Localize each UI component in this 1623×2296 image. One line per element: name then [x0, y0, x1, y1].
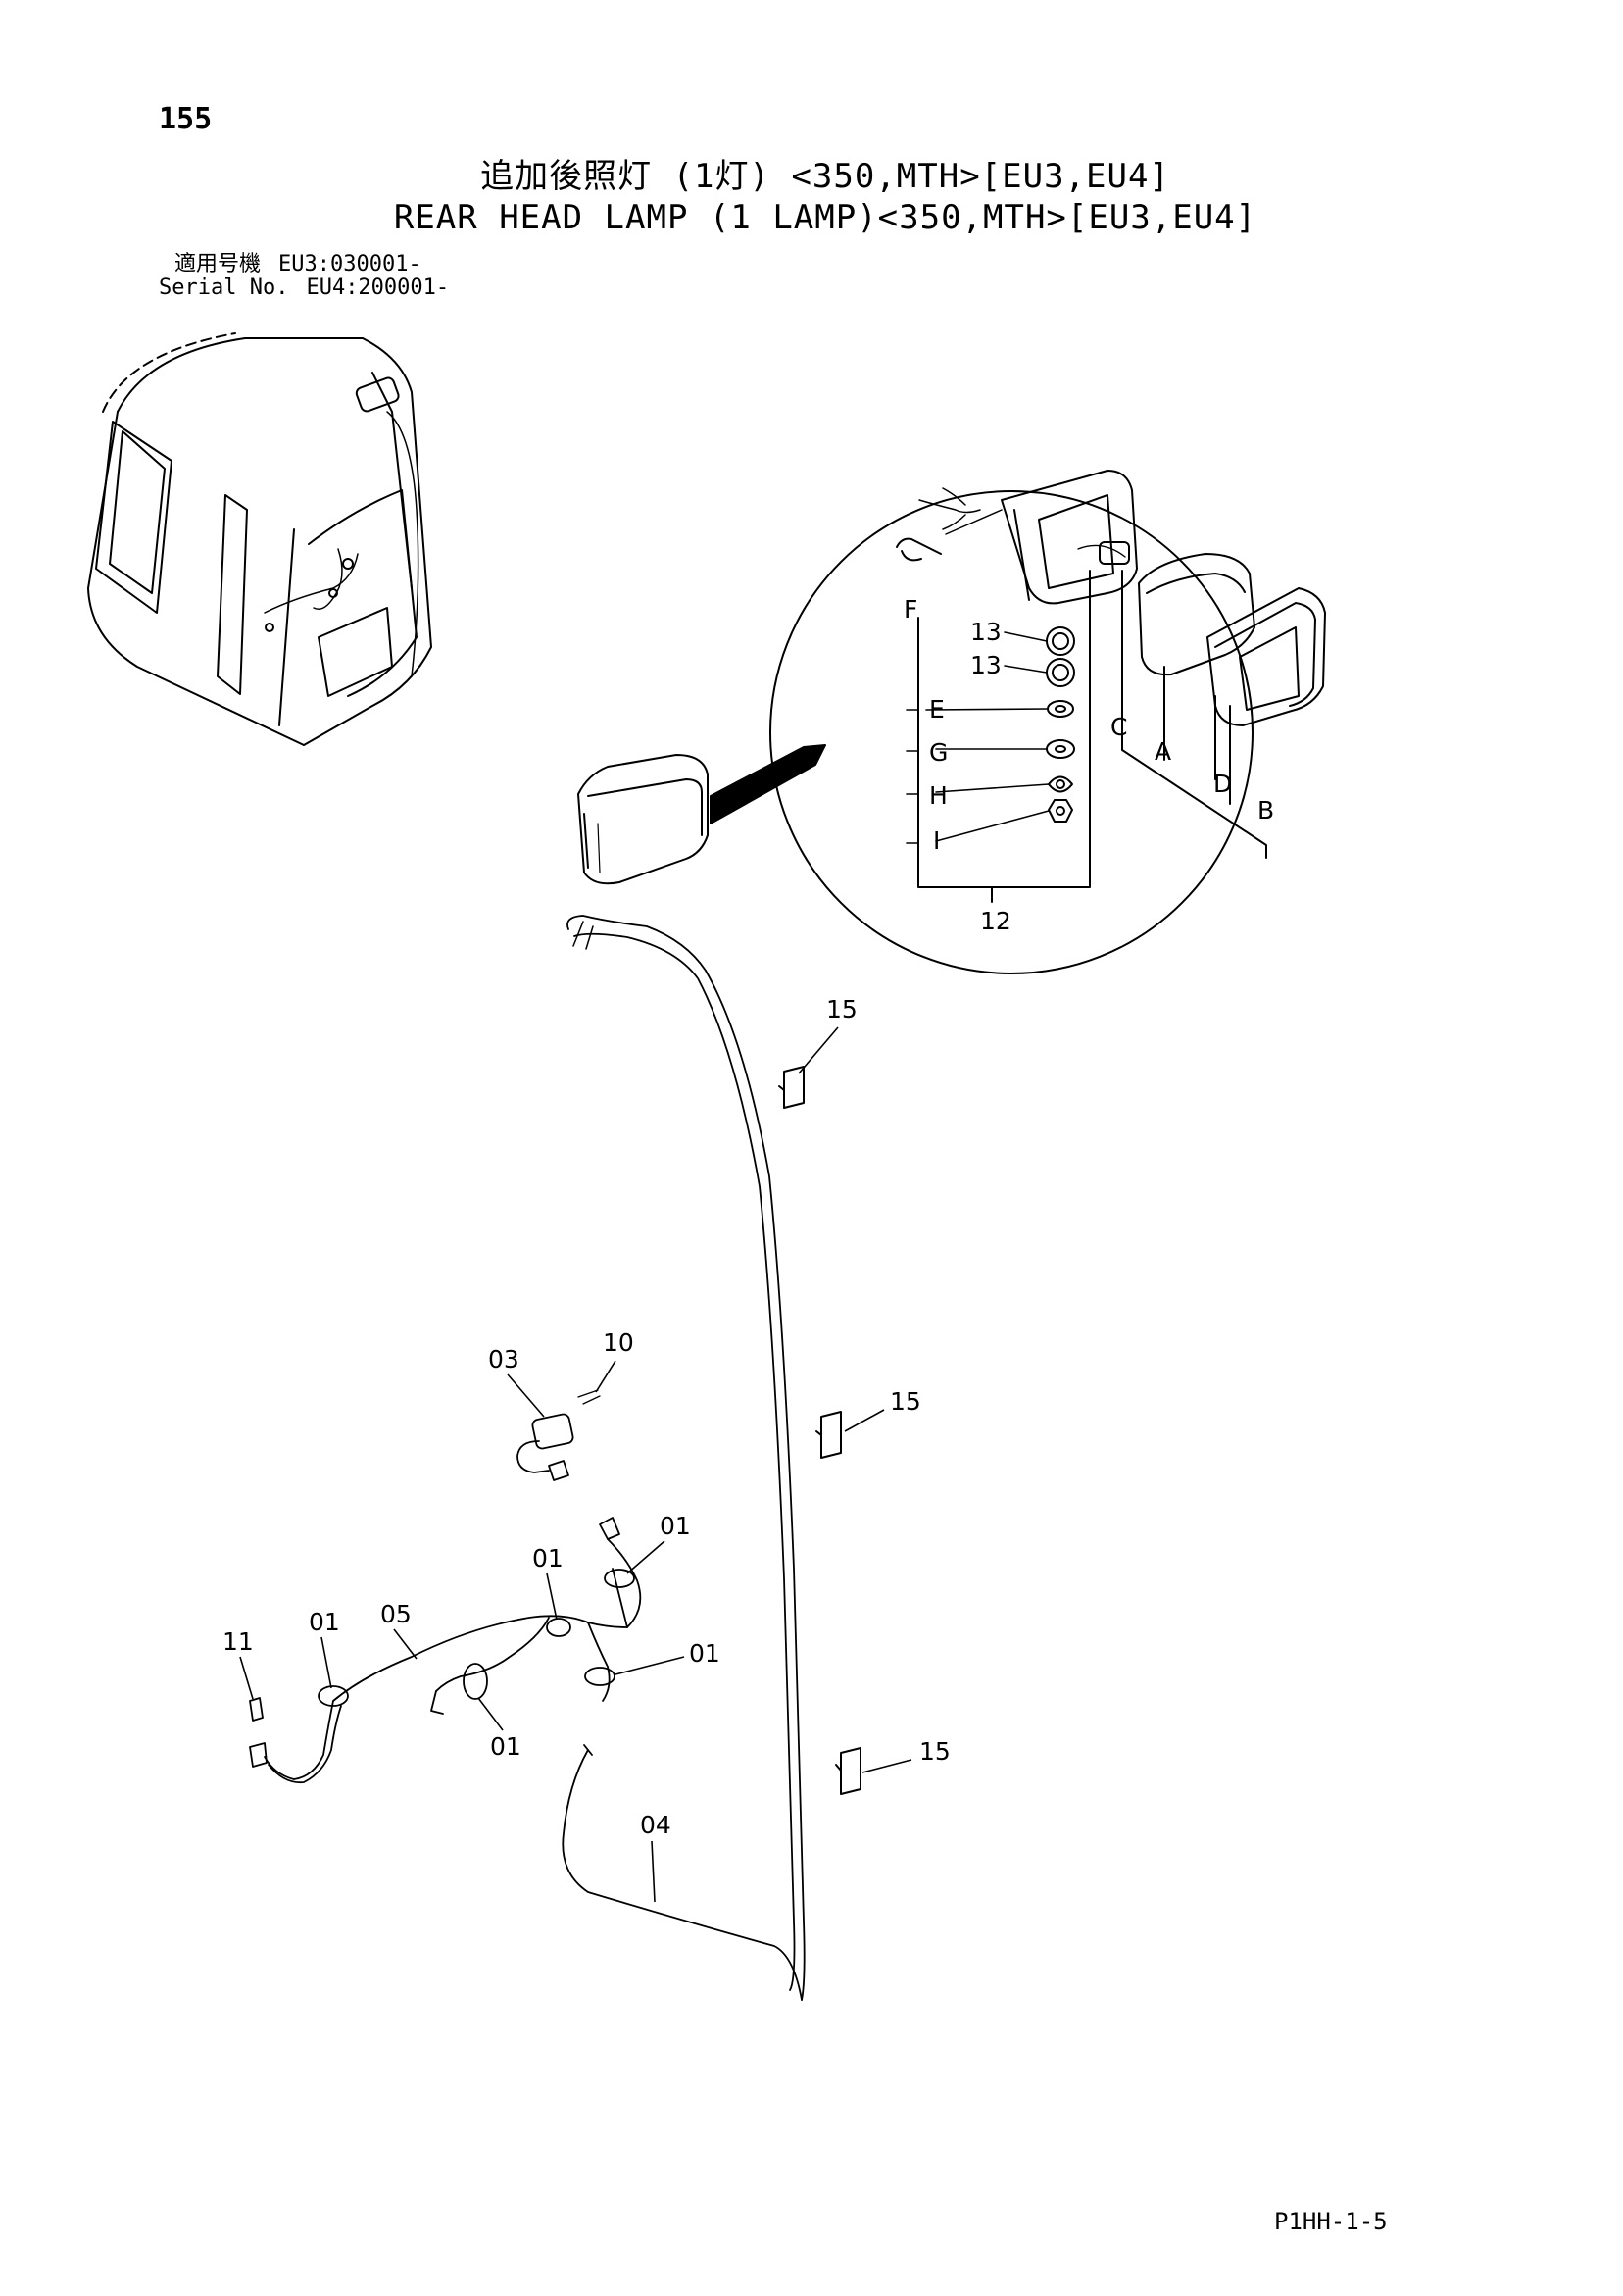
callout-01-e: 01 [490, 1732, 521, 1761]
lamp-cable-drawing [562, 915, 806, 2001]
title-japanese: 追加後照灯 (1灯) <350,MTH>[EU3,EU4] [480, 157, 1170, 196]
callout-leader-lines [239, 1026, 912, 1903]
callout-h: H [929, 781, 948, 810]
callout-i: I [933, 826, 940, 855]
serial-eu4: EU4:200001- [306, 275, 450, 300]
page-number: 155 [159, 102, 213, 136]
bracket-drawings [778, 1066, 861, 1795]
callout-11: 11 [222, 1627, 254, 1656]
serial-eu3: EU3:030001- [278, 252, 421, 276]
applicable-label: 適用号機 [174, 252, 262, 276]
callout-15-c: 15 [919, 1737, 951, 1766]
serial-label: Serial No. [159, 275, 289, 300]
callout-04: 04 [640, 1811, 671, 1839]
callout-03: 03 [488, 1345, 519, 1373]
lamp-assembly-drawing [577, 744, 826, 885]
callout-12: 12 [980, 907, 1011, 935]
detail-leader-lines [906, 631, 1050, 844]
callout-05: 05 [380, 1600, 412, 1628]
callout-01-b: 01 [532, 1544, 564, 1572]
callout-c: C [1110, 713, 1127, 741]
cab-overview-drawing [87, 332, 432, 746]
callout-d: D [1213, 770, 1232, 798]
callout-01-c: 01 [689, 1639, 720, 1668]
applicable-serial-line-1: 適用号機 EU3:030001- [174, 253, 421, 276]
callout-g: G [929, 738, 948, 767]
footer-code: P1HH-1-5 [1274, 2208, 1388, 2235]
callout-01-a: 01 [660, 1512, 691, 1540]
callout-labels: 13 13 F E G H I C A D B 12 15 15 15 03 1… [222, 595, 1274, 1839]
callout-13-a: 13 [970, 618, 1002, 646]
callout-a: A [1155, 737, 1171, 766]
callout-f: F [904, 595, 917, 624]
callout-b: B [1257, 796, 1274, 824]
harness-drawing [249, 1517, 642, 1784]
callout-13-b: 13 [970, 651, 1002, 679]
title-english: REAR HEAD LAMP (1 LAMP)<350,MTH>[EU3,EU4… [393, 198, 1257, 237]
detail-circle-drawing [769, 470, 1326, 974]
callout-01-d: 01 [309, 1608, 340, 1636]
callout-10: 10 [603, 1328, 634, 1357]
applicable-serial-line-2: Serial No. EU4:200001- [159, 276, 449, 300]
callout-15-b: 15 [890, 1387, 921, 1416]
callout-15-a: 15 [826, 995, 858, 1023]
callout-e: E [929, 695, 945, 724]
switch-assembly-drawing [516, 1389, 601, 1481]
